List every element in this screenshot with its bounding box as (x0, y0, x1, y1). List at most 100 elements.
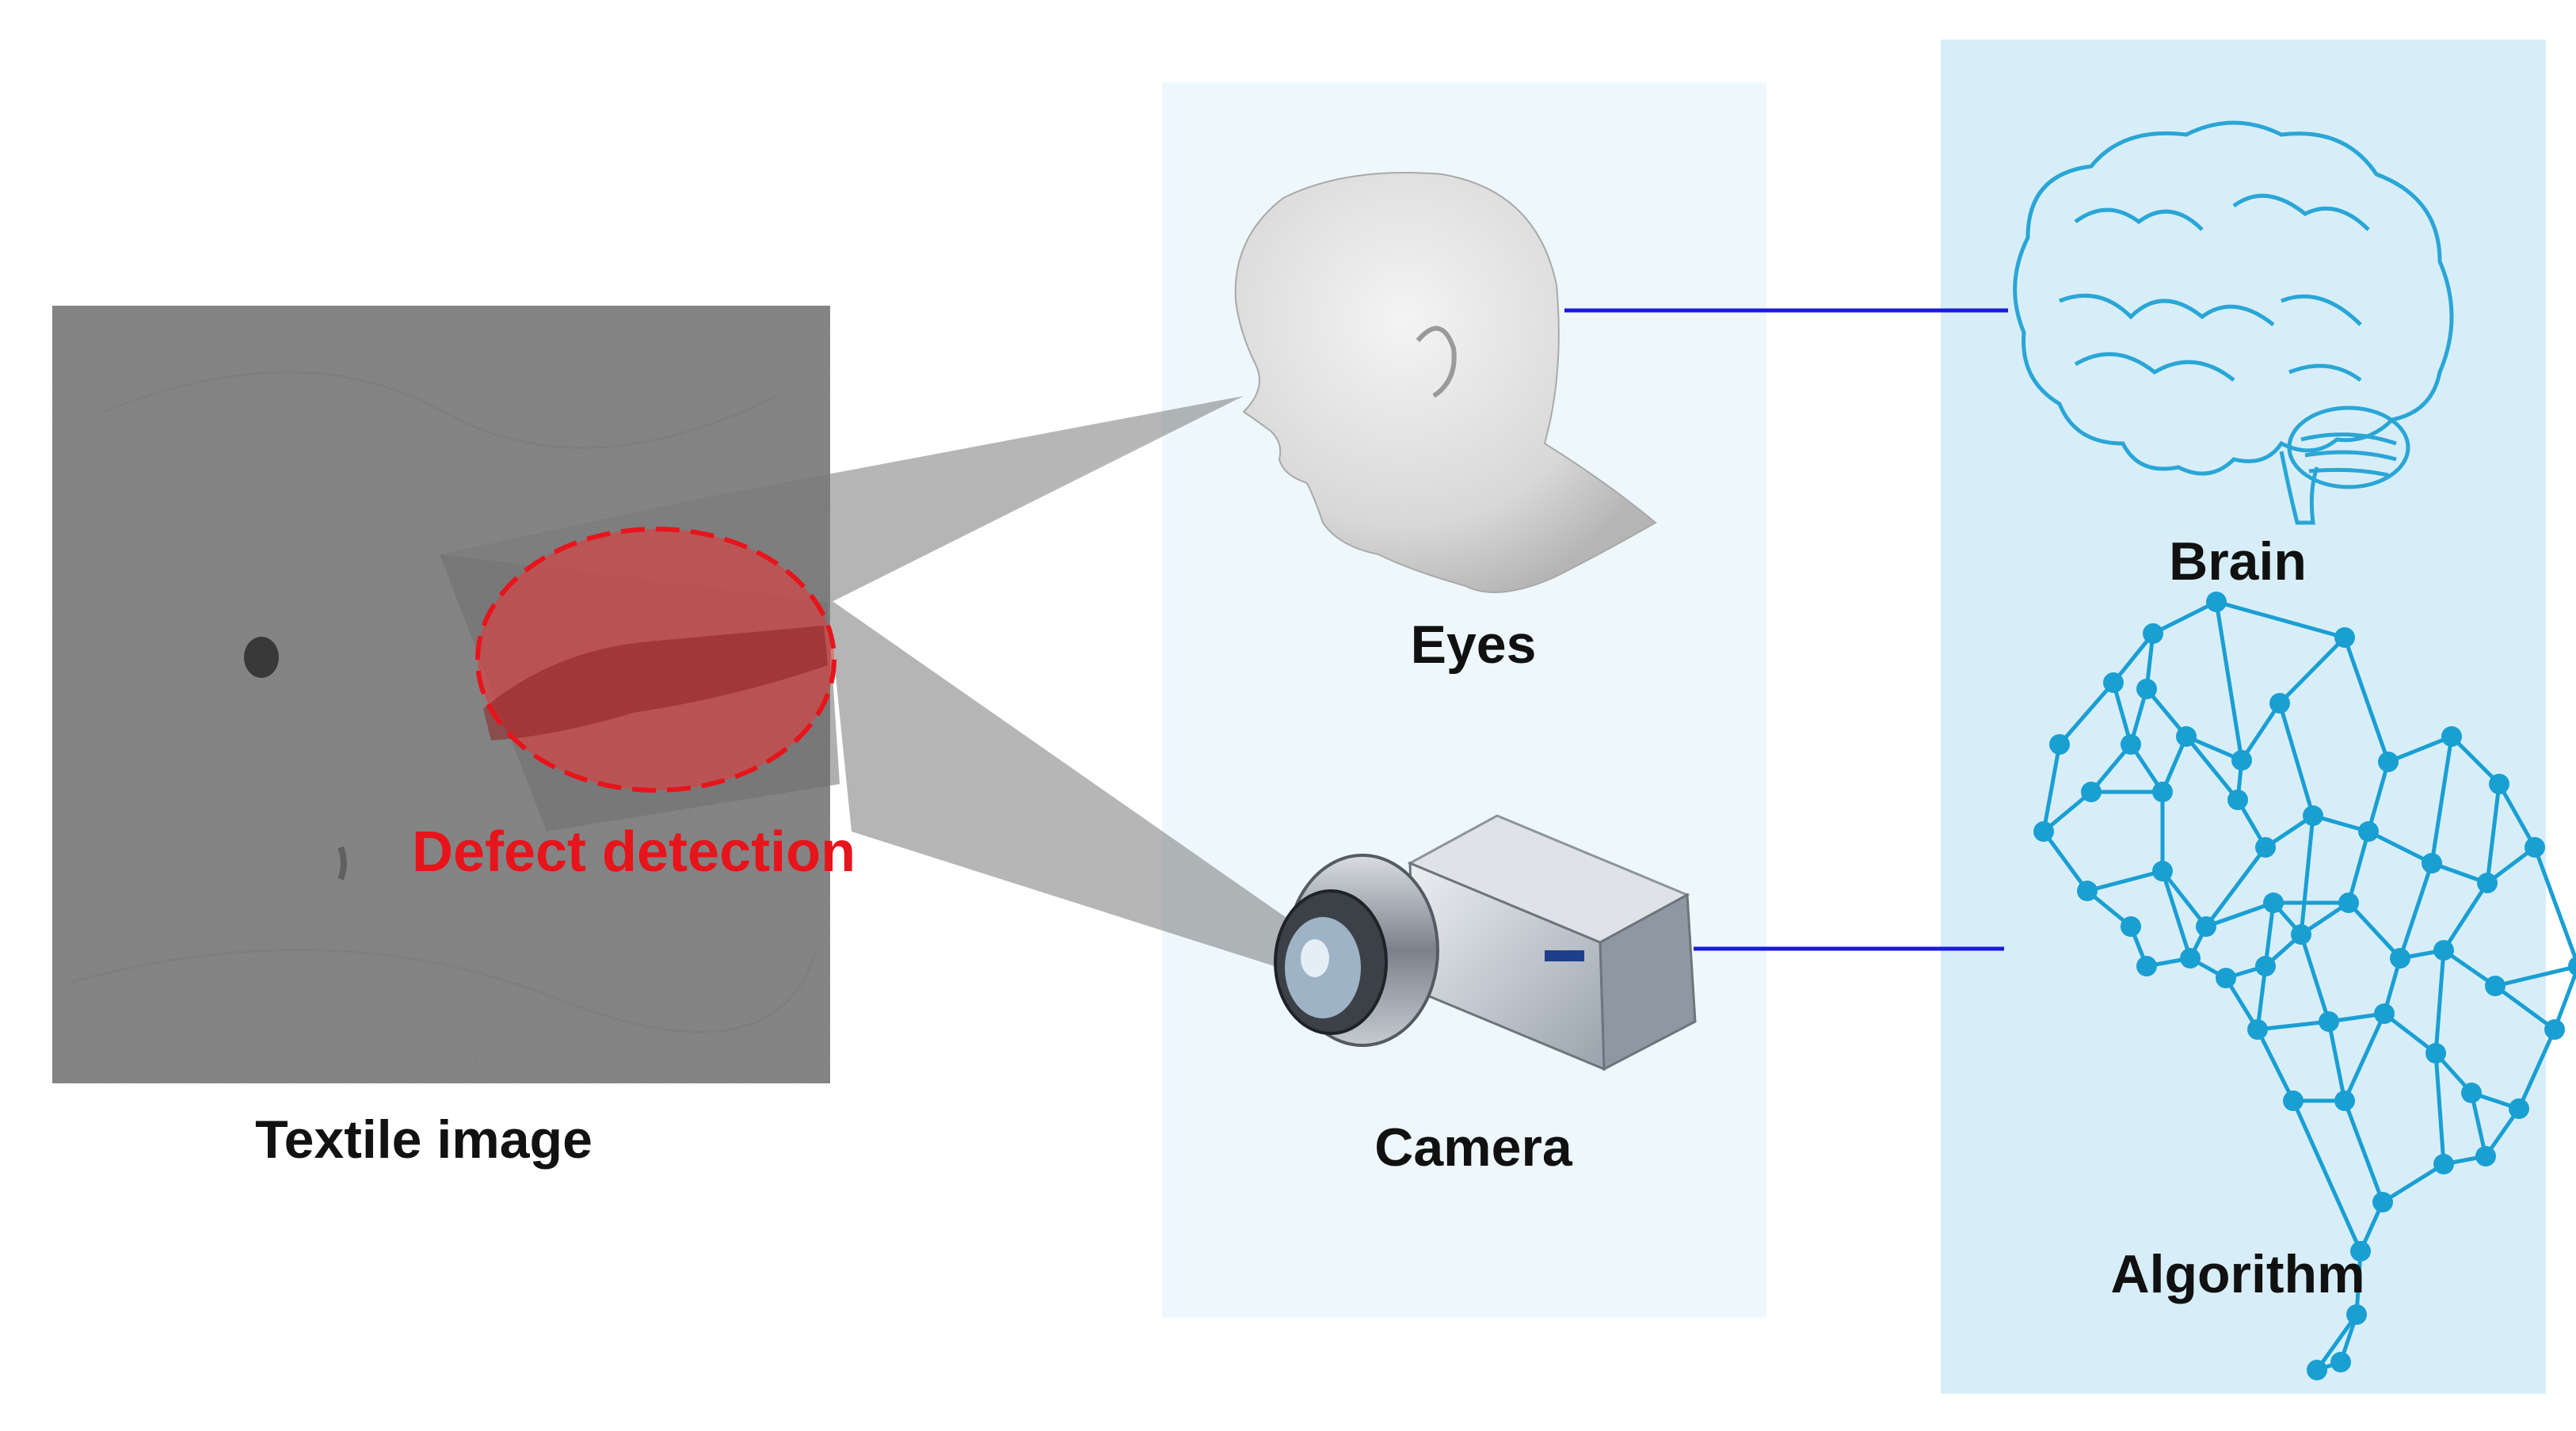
network-edge (2387, 734, 2452, 764)
network-edge (2086, 869, 2163, 893)
network-node (2196, 916, 2216, 937)
network-edge (2342, 637, 2391, 763)
industrial-camera-icon (1274, 814, 1697, 1071)
network-node (2136, 679, 2157, 699)
network-node (2121, 916, 2141, 937)
network-edge (2497, 782, 2537, 849)
network-node (2374, 1003, 2395, 1024)
network-edge (2041, 830, 2090, 892)
network-edge (2485, 783, 2502, 884)
network-edge (2381, 1162, 2445, 1205)
network-node (2358, 821, 2379, 842)
network-edge (2326, 1021, 2347, 1102)
algorithm-label: Algorithm (2110, 1244, 2365, 1304)
network-edge (2058, 681, 2115, 746)
network-edge (2151, 599, 2218, 636)
network-node (2103, 672, 2124, 693)
network-node (2081, 782, 2102, 802)
network-edge (2214, 601, 2244, 761)
network-edge (2433, 1052, 2446, 1165)
network-node (2477, 873, 2498, 893)
network-edge (2263, 902, 2276, 967)
network-edge (2494, 965, 2576, 988)
network-node (2049, 734, 2070, 755)
eyes-label: Eyes (1410, 615, 1537, 675)
network-node (2216, 968, 2236, 988)
network-edge (2145, 687, 2188, 738)
network-node (2433, 1154, 2454, 1174)
brain-outline-icon (2013, 120, 2454, 525)
network-node (2422, 853, 2442, 873)
network-edge (2346, 831, 2371, 904)
network-node (2255, 956, 2276, 976)
network-edge (2161, 870, 2208, 928)
network-edge (2494, 984, 2556, 1032)
network-node (2346, 1304, 2367, 1325)
network-node (2121, 734, 2141, 755)
network-edge (2299, 815, 2315, 935)
network-edge (2342, 1012, 2387, 1102)
network-node (2077, 881, 2098, 901)
network-node (2485, 976, 2506, 996)
network-node (2489, 774, 2509, 794)
network-node (2176, 726, 2197, 747)
network-edge (2255, 965, 2268, 1030)
network-edge (2291, 1099, 2363, 1253)
network-edge (2450, 735, 2501, 786)
network-node (2231, 750, 2252, 771)
network-node (2525, 837, 2545, 858)
network-node (2509, 1098, 2529, 1119)
neural-network-brain-icon (2033, 592, 2576, 1380)
network-node (2461, 1083, 2482, 1103)
brain-label: Brain (2169, 531, 2307, 592)
network-edge (2278, 636, 2346, 705)
network-node (2390, 948, 2410, 969)
network-edge (2204, 846, 2267, 928)
network-node (2433, 940, 2454, 961)
network-node (2152, 782, 2173, 802)
network-node (2206, 592, 2227, 612)
network-node (2269, 693, 2290, 714)
network-node (2568, 956, 2576, 976)
network-edge (2315, 1313, 2359, 1372)
network-edge (2185, 735, 2239, 801)
network-edge (2277, 702, 2315, 816)
network-node (2544, 1019, 2565, 1040)
network-edge (2041, 744, 2062, 832)
human-head-icon (1234, 172, 1657, 593)
network-node (2372, 1192, 2393, 1212)
defect-detection-label: Defect detection (411, 820, 856, 884)
network-node (2291, 924, 2311, 945)
network-node (2247, 1019, 2268, 1040)
network-edge (2042, 790, 2093, 833)
network-node (2143, 623, 2163, 644)
network-edge (2112, 632, 2155, 684)
defect-region (475, 527, 836, 793)
network-edge (2383, 1012, 2437, 1055)
network-edge (2367, 829, 2433, 866)
network-edge (2441, 881, 2490, 952)
network-edge (2347, 901, 2402, 960)
network-node (2350, 1241, 2371, 1262)
network-edge (2205, 900, 2274, 929)
network-node (2227, 790, 2248, 810)
network-node (2255, 837, 2276, 858)
network-node (2180, 948, 2201, 969)
network-node (2330, 1352, 2351, 1372)
network-edge (2429, 736, 2454, 864)
network-node (2152, 861, 2173, 881)
network-edge (2552, 966, 2576, 1030)
camera-label: Camera (1374, 1117, 1572, 1178)
network-edge (2469, 1092, 2488, 1157)
network-node (2263, 892, 2284, 913)
network-edge (2517, 1028, 2557, 1110)
network-edge (2160, 870, 2193, 959)
network-node (2136, 956, 2157, 976)
network-node (2319, 1011, 2339, 1032)
network-node (2338, 892, 2359, 913)
network-edge (2354, 1250, 2363, 1315)
network-node (2441, 726, 2462, 747)
textile-image-label: Textile image (255, 1109, 593, 1170)
network-edge (2532, 847, 2576, 966)
network-edge (2433, 950, 2446, 1054)
